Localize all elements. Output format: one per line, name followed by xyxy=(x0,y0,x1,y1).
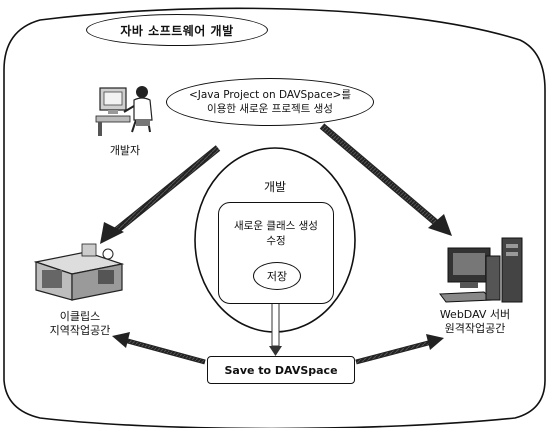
eclipse-workspace-label: 이클립스 지역작업공간 xyxy=(30,310,130,338)
create-project-oval: <Java Project on DAVSpace>를 이용한 새로운 프로젝트… xyxy=(166,78,374,126)
webdav-label-line1: WebDAV 서버 xyxy=(439,308,511,321)
create-project-line2: 이용한 새로운 프로젝트 생성 xyxy=(207,103,333,115)
development-area-label: 개발 xyxy=(263,180,287,194)
arrow-developer-to-eclipse xyxy=(100,145,221,244)
developer-at-computer-icon xyxy=(95,86,153,136)
diagram-title: 자바 소프트웨어 개발 xyxy=(86,14,268,46)
arrow-davspace-to-webdav xyxy=(355,334,444,365)
developer-label: 개발자 xyxy=(109,144,141,157)
arrow-davspace-to-eclipse xyxy=(112,332,206,365)
diagram-title-text: 자바 소프트웨어 개발 xyxy=(120,23,234,38)
office-desk-icon xyxy=(33,243,125,301)
class-editing-line2: 수정 xyxy=(266,235,286,247)
save-to-davspace-box: Save to DAVSpace xyxy=(207,356,355,384)
save-node-label: 저장 xyxy=(266,270,288,283)
arrow-developer-to-webdav xyxy=(319,123,452,236)
eclipse-label-line1: 이클립스 xyxy=(59,310,101,323)
create-project-line1: <Java Project on DAVSpace>를 xyxy=(188,89,352,101)
outer-rounded-frame xyxy=(3,7,546,428)
save-to-davspace-label: Save to DAVSpace xyxy=(224,363,338,377)
server-workstation-icon xyxy=(439,237,523,303)
eclipse-label-line2: 지역작업공간 xyxy=(49,324,111,337)
class-editing-line1: 새로운 클래스 생성 xyxy=(234,220,318,232)
webdav-workspace-label: WebDAV 서버 원격작업공간 xyxy=(420,308,530,336)
save-node: 저장 xyxy=(253,262,301,290)
webdav-label-line2: 원격작업공간 xyxy=(444,322,506,335)
